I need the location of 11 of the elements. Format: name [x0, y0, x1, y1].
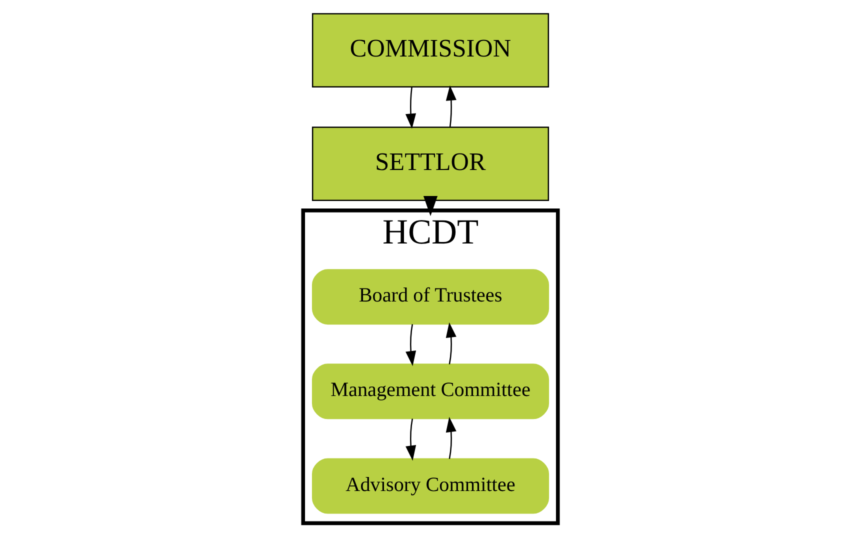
arrow: [405, 87, 416, 129]
node-box: Management Committee: [312, 364, 550, 420]
arrow: [446, 85, 456, 127]
arrow: [406, 324, 416, 366]
node-box: COMMISSION: [312, 13, 550, 88]
node-box: Board of Trustees: [312, 269, 550, 325]
arrow: [446, 416, 456, 459]
node-box: Advisory Committee: [312, 458, 550, 514]
arrow: [423, 196, 438, 216]
arrow: [446, 322, 456, 364]
arrow: [406, 418, 416, 461]
